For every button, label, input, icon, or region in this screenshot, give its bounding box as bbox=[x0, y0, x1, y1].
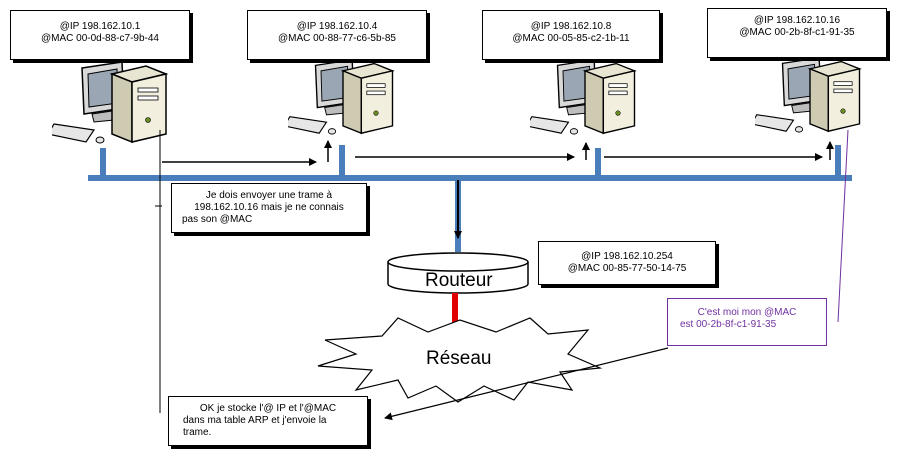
host-ip: @IP 198.162.10.4 bbox=[296, 21, 378, 32]
host-mac: @MAC 00-0d-88-c7-9b-44 bbox=[41, 33, 159, 44]
computer-icon bbox=[288, 59, 394, 135]
reply-line bbox=[837, 129, 849, 323]
host-info-box-1: @IP 198.162.10.1 @MAC 00-0d-88-c7-9b-44 bbox=[10, 10, 190, 60]
router-info-box: @IP 198.162.10.254 @MAC 00-85-77-50-14-7… bbox=[538, 241, 716, 285]
message-line: pas son @MAC bbox=[182, 214, 253, 225]
return-arrow bbox=[384, 347, 669, 421]
message-line: dans ma table ARP et j'envoie la bbox=[183, 415, 327, 426]
host-ip: @IP 198.162.10.1 bbox=[59, 21, 141, 32]
host-mac: @MAC 00-88-77-c6-5b-85 bbox=[278, 33, 396, 44]
message-line: Je dois envoyer une trame à bbox=[205, 190, 333, 201]
computer-icon bbox=[52, 61, 167, 144]
host-info-box-3: @IP 198.162.10.8 @MAC 00-05-85-c2-1b-11 bbox=[482, 10, 660, 60]
message-line: C'est moi mon @MAC bbox=[697, 307, 797, 318]
host-info-box-2: @IP 198.162.10.4 @MAC 00-88-77-c6-5b-85 bbox=[247, 10, 427, 60]
message-line: OK je stocke l'@ IP et l'@MAC bbox=[199, 403, 337, 414]
network-label: Réseau bbox=[426, 348, 492, 369]
router-icon bbox=[387, 252, 529, 294]
arp-reply-message: C'est moi mon @MAC est 00-2b-8f-c1-91-35 bbox=[667, 298, 827, 346]
message-line: trame. bbox=[183, 427, 212, 438]
message-line: 198.162.10.16 mais je ne connais bbox=[194, 202, 344, 213]
router-mac: @MAC 00-85-77-50-14-75 bbox=[567, 263, 687, 274]
router-ip: @IP 198.162.10.254 bbox=[581, 251, 673, 262]
host-ip: @IP 198.162.10.8 bbox=[530, 21, 612, 32]
computer-icon bbox=[530, 59, 636, 135]
network-cloud-icon bbox=[317, 317, 603, 403]
host-info-box-4: @IP 198.162.10.16 @MAC 00-2b-8f-c1-91-35 bbox=[707, 8, 887, 58]
arp-confirm-message: OK je stocke l'@ IP et l'@MAC dans ma ta… bbox=[168, 396, 368, 446]
arp-request-message: Je dois envoyer une trame à 198.162.10.1… bbox=[171, 183, 367, 233]
host-mac: @MAC 00-2b-8f-c1-91-35 bbox=[739, 27, 855, 38]
computer-icon bbox=[755, 57, 861, 133]
router-label: Routeur bbox=[425, 270, 493, 291]
host-ip: @IP 198.162.10.16 bbox=[753, 15, 841, 26]
host-mac: @MAC 00-05-85-c2-1b-11 bbox=[512, 33, 630, 44]
message-line: est 00-2b-8f-c1-91-35 bbox=[680, 319, 777, 330]
